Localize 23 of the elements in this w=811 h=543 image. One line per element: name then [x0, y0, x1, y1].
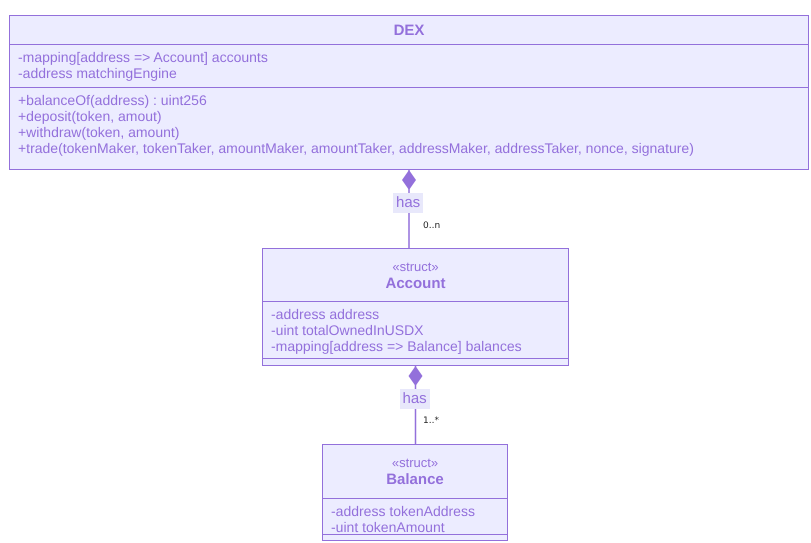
method-text: +withdraw(token, amount)	[18, 124, 180, 140]
attribute-text: -uint totalOwnedInUSDX	[271, 322, 425, 338]
multiplicity-label: 1..*	[423, 416, 439, 426]
edge-label: has	[400, 389, 430, 409]
method-text: +deposit(token, amout)	[18, 108, 163, 124]
class-name: Balance	[386, 471, 444, 488]
class-name: DEX	[394, 22, 424, 38]
attribute-text: -address tokenAddress	[331, 503, 476, 519]
stereotype-label: «struct»	[392, 258, 439, 274]
attribute-text: -address address	[271, 306, 380, 322]
class-name: Account	[386, 274, 446, 292]
class-box	[262, 248, 569, 366]
attribute-text: -mapping[address => Balance] balances	[271, 338, 523, 354]
class-box	[9, 15, 809, 170]
method-text: +trade(tokenMaker, tokenTaker, amountMaker, amountTaker, addressMaker, addressTaker, nonce, signature)	[18, 140, 695, 156]
method-text: +balanceOf(address) : uint256	[18, 92, 208, 108]
class-box	[322, 444, 508, 541]
attribute-text: -mapping[address => Account] accounts	[18, 49, 269, 65]
edge-label: has	[393, 193, 424, 213]
attribute-text: -address matchingEngine	[18, 65, 178, 81]
multiplicity-label: 0..n	[423, 221, 440, 231]
attribute-text: -uint tokenAmount	[331, 519, 446, 534]
stereotype-label: «struct»	[392, 455, 438, 471]
